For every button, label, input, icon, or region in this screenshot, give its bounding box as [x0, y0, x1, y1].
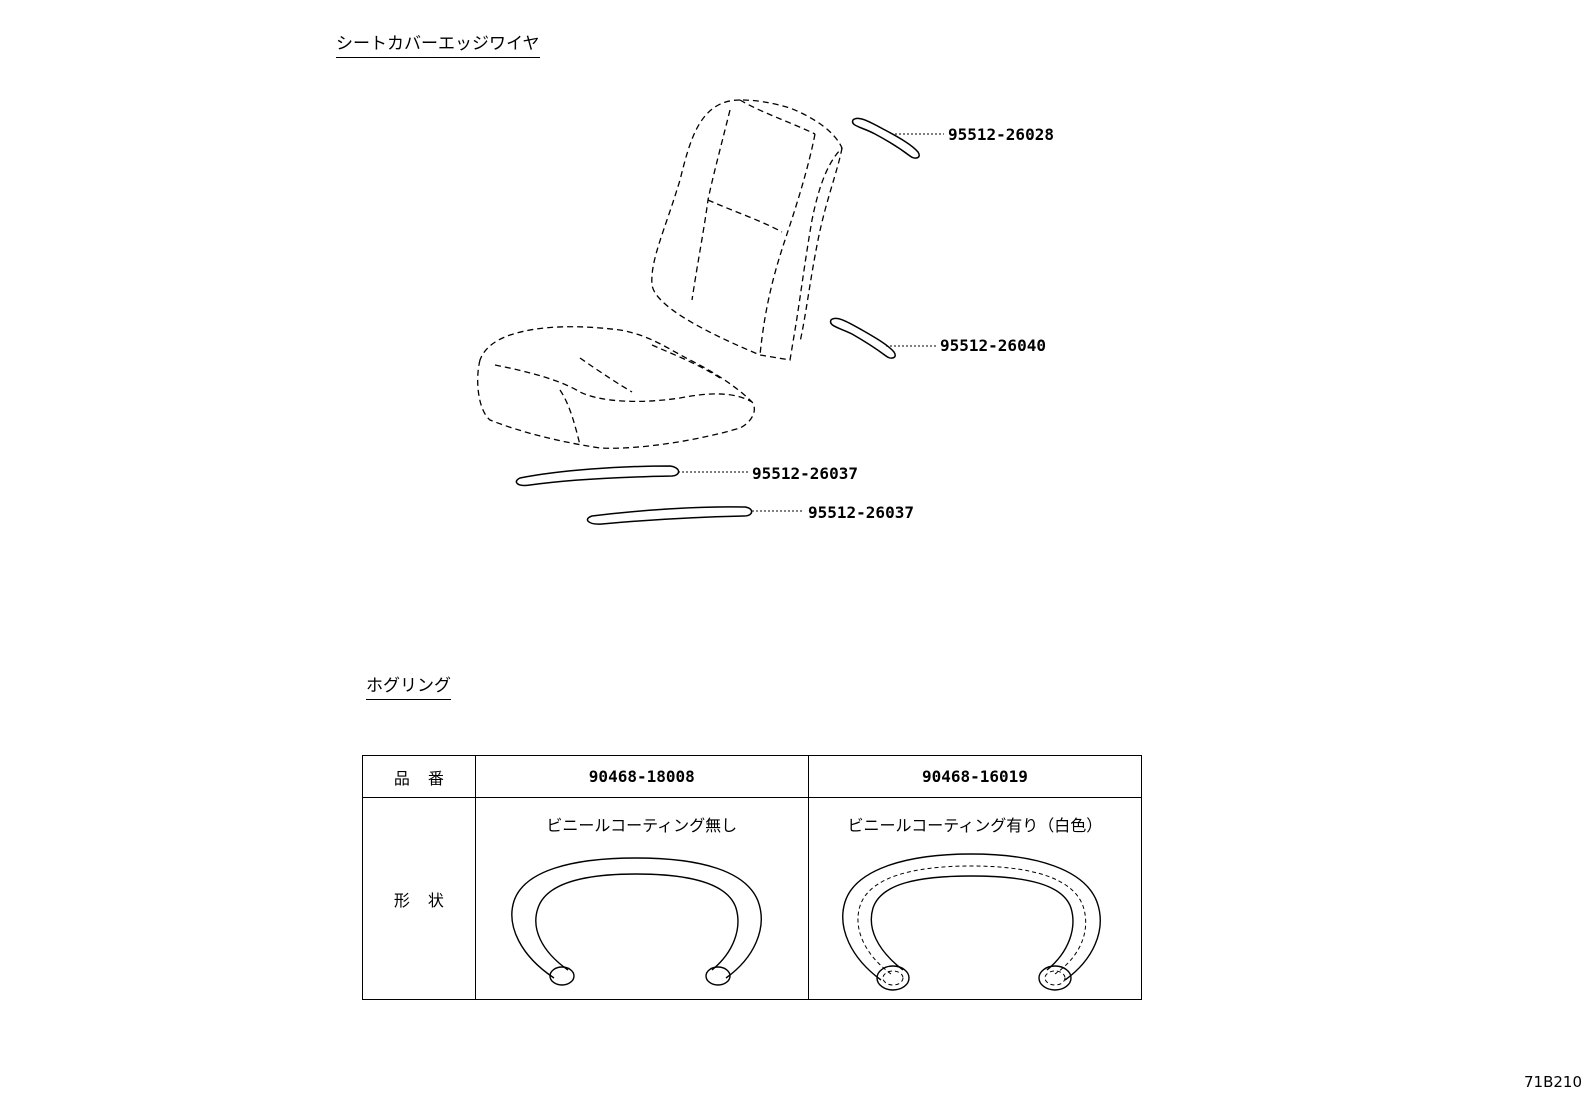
hog-ring-section-title: ホグリング [366, 676, 451, 700]
edge-wire-95512-26037-a [515, 465, 680, 487]
edge-wire-95512-26028 [851, 117, 920, 159]
shape-cell: ビニールコーティング有り（白色） [807, 797, 1143, 1000]
table-part-number: 90468-16019 [807, 755, 1143, 798]
row-header-part-no: 品番 [362, 755, 476, 798]
row-header-shape: 形状 [362, 797, 476, 1000]
table-row: 品番 90468-18008 90468-16019 [362, 755, 1143, 798]
part-number-label: 95512-26037 [752, 464, 858, 483]
hog-ring-uncoated-drawing [510, 857, 762, 986]
part-number-label: 95512-26040 [940, 336, 1046, 355]
part-number-label: 95512-26028 [948, 125, 1054, 144]
shape-cell: ビニールコーティング無し [474, 797, 809, 1000]
edge-wire-95512-26040 [829, 317, 896, 359]
seat-cushion-back-edge [651, 344, 721, 379]
shape-description: ビニールコーティング有り（白色） [847, 816, 1103, 835]
seat-back-side [799, 147, 843, 343]
hog-ring-coated-drawing [841, 853, 1101, 991]
edge-wire-95512-26037-b [586, 506, 753, 525]
edge-wire-section-title: シートカバーエッジワイヤ [336, 34, 540, 58]
seat-back-seam-middle [707, 199, 783, 233]
shape-description: ビニールコーティング無し [546, 816, 738, 835]
hog-ring-table: 品番 90468-18008 90468-16019 形状 ビニールコーティング… [362, 755, 1143, 1000]
table-row: 形状 ビニールコーティング無し ビニールコーティング有り（白色） [362, 797, 1143, 1000]
table-part-number: 90468-18008 [474, 755, 809, 798]
seat-back-seam-side [759, 133, 816, 356]
document-code: 71B210 [1523, 1073, 1582, 1091]
seat-cushion-seam [579, 357, 633, 393]
seat-cushion-front-top [494, 364, 753, 403]
seat-cushion-outline [477, 326, 755, 449]
part-number-label: 95512-26037 [808, 503, 914, 522]
seat-back-seam-upper [739, 99, 816, 135]
seat-back-outline [651, 99, 843, 361]
seat-back-seam-vertical [691, 109, 731, 301]
seat-cushion-seam-2 [559, 389, 581, 446]
